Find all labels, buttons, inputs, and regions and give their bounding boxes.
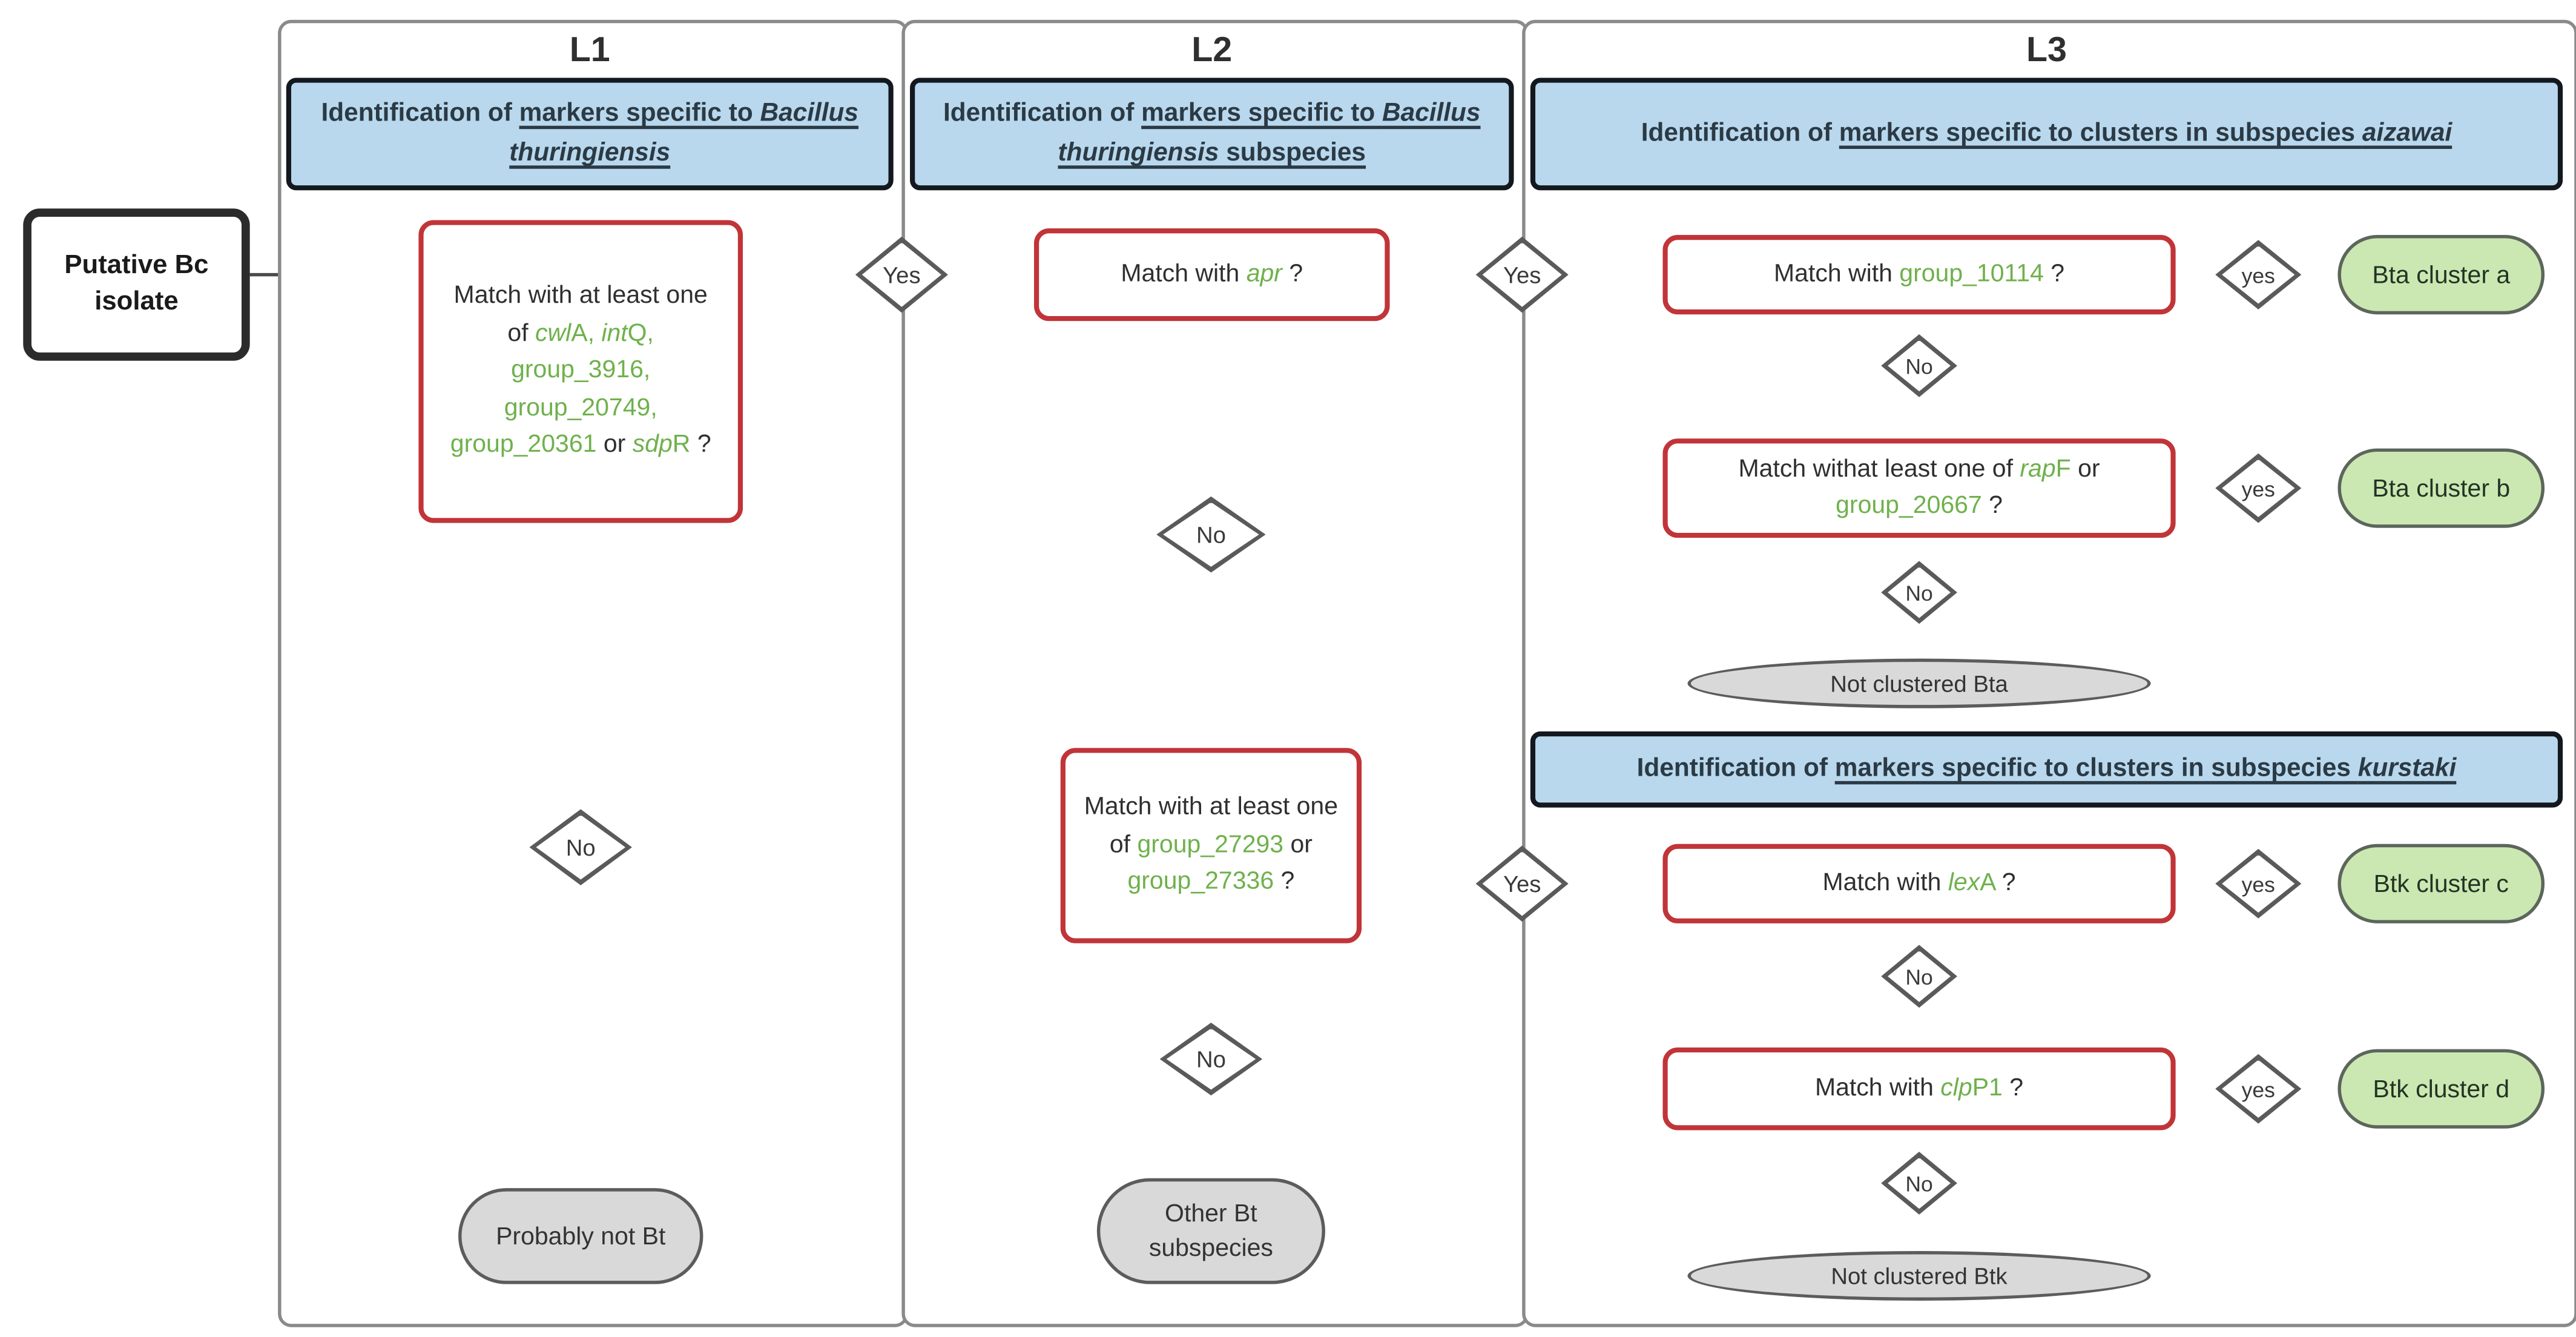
question-l3-clpp1: Match with clpP1 ? <box>1662 1047 2176 1131</box>
decision-no-apr: No <box>1156 496 1266 573</box>
question-l3-lexa: Match with lexA ? <box>1662 843 2176 923</box>
terminal-bta-cluster-a: Bta cluster a <box>2337 235 2545 315</box>
question-l2-group27293-27336: Match with at least one of group_27293 o… <box>1060 748 1362 943</box>
header-l2-subspecies-markers: Identification of markers specific to Ba… <box>910 78 1514 191</box>
column-title-l1: L1 <box>569 31 610 70</box>
header-l3-aizawai-clusters: Identification of markers specific to cl… <box>1530 78 2563 191</box>
column-l2 <box>901 19 1529 1327</box>
question-l3-rapf-group20667: Match withat least one of rapF or group_… <box>1662 438 2176 538</box>
column-title-l2: L2 <box>1191 31 1233 70</box>
decision-yes-l2-to-l3-kurstaki: Yes <box>1475 845 1569 922</box>
decision-no-clpp1: No <box>1881 1152 1957 1215</box>
column-title-l3: L3 <box>2026 31 2067 70</box>
terminal-bta-cluster-b: Bta cluster b <box>2337 448 2545 528</box>
decision-no-l2-groups: No <box>1159 1022 1263 1096</box>
terminal-not-clustered-btk: Not clustered Btk <box>1687 1250 2151 1301</box>
terminal-btk-cluster-c: Btk cluster c <box>2337 843 2545 923</box>
header-l1-bt-markers: Identification of markers specific to Ba… <box>286 78 894 191</box>
terminal-probably-not-bt: Probably not Bt <box>458 1188 703 1284</box>
decision-yes-group10114: yes <box>2215 240 2302 310</box>
question-l2-apr: Match with apr ? <box>1034 228 1390 322</box>
decision-no-rapf: No <box>1881 561 1957 624</box>
terminal-other-bt-subspecies: Other Bt subspecies <box>1096 1178 1325 1284</box>
column-l1 <box>278 19 909 1327</box>
start-node-putative-bc-isolate: Putative Bc isolate <box>23 208 250 361</box>
terminal-not-clustered-bta: Not clustered Bta <box>1687 658 2151 708</box>
header-l3-kurstaki-clusters: Identification of markers specific to cl… <box>1530 731 2563 808</box>
decision-yes-clpp1: yes <box>2215 1054 2302 1124</box>
decision-no-group10114: No <box>1881 334 1957 397</box>
start-node-label: Putative Bc isolate <box>64 251 209 316</box>
question-l3-group10114: Match with group_10114 ? <box>1662 235 2176 315</box>
decision-yes-l2-to-l3-aizawai: Yes <box>1475 236 1569 313</box>
decision-no-lexa: No <box>1881 945 1957 1008</box>
decision-yes-rapf: yes <box>2215 453 2302 523</box>
terminal-btk-cluster-d: Btk cluster d <box>2337 1049 2545 1129</box>
question-l1-bt-markers: Match with at least one of cwlA, intQ, g… <box>418 220 743 523</box>
decision-yes-lexa: yes <box>2215 848 2302 919</box>
decision-yes-l1-to-l2: Yes <box>855 236 948 313</box>
decision-no-l1: No <box>529 809 632 886</box>
